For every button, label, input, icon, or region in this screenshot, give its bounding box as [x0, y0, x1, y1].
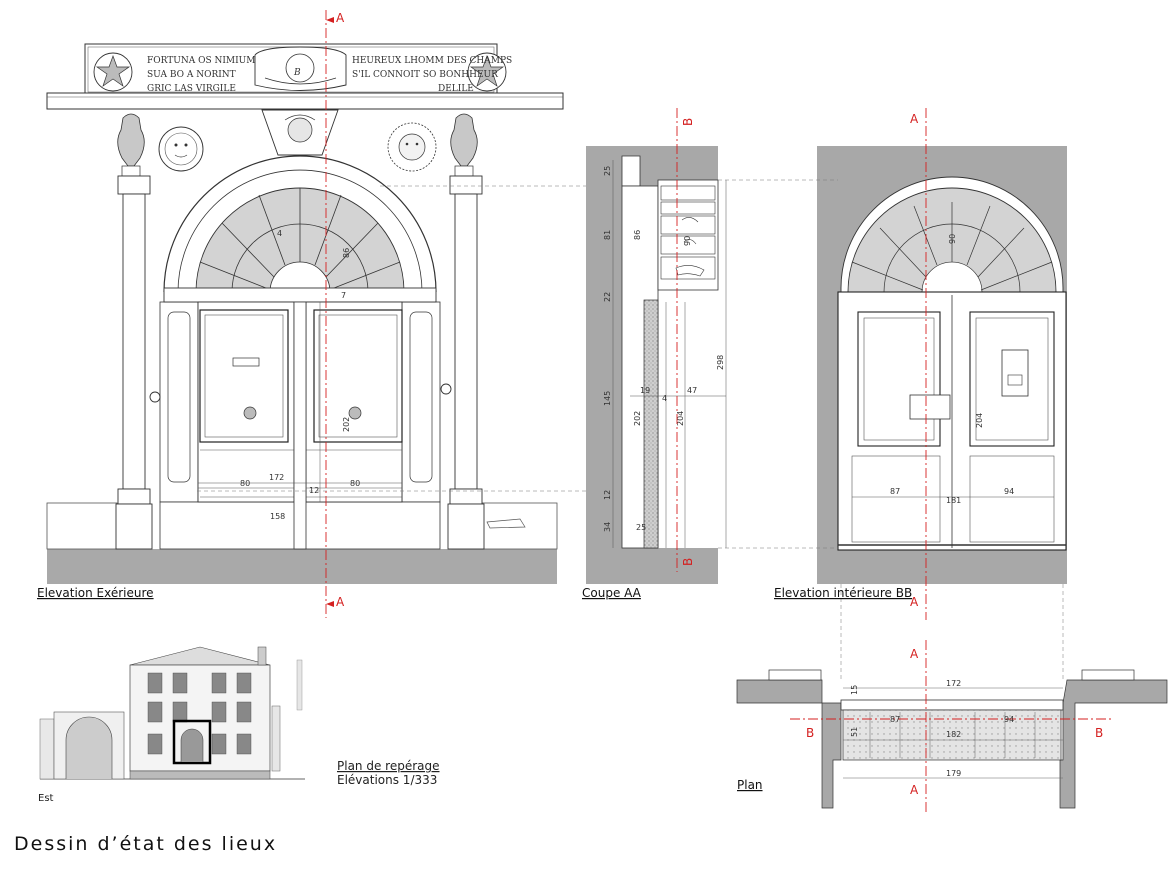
dim-sec-202: 202	[633, 411, 642, 426]
location-label-line2: Elévations 1/333	[337, 773, 437, 787]
axis-b-bottom: B	[681, 558, 695, 566]
plan-leaves	[842, 709, 1062, 761]
door-leaf-left	[197, 301, 295, 503]
facade-windows	[147, 672, 252, 755]
label-plan: Plan	[737, 778, 763, 792]
axis-a-bottom: A	[336, 595, 345, 609]
dim-sec-19: 19	[640, 386, 650, 395]
sun-medallion	[387, 122, 437, 172]
axis-b-plan-right: B	[1095, 726, 1103, 740]
dim-ext-80-left: 80	[240, 479, 250, 488]
section-aa: 25 81 86 90 22 145 202 204 298 19 47 4 1…	[582, 108, 727, 600]
axis-b-top: B	[681, 118, 695, 126]
axis-a-int-top: A	[910, 112, 919, 126]
location-facade: Est Plan de repérage Elévations 1/333	[38, 646, 440, 804]
cornice	[46, 92, 564, 110]
keystone-mascaron	[261, 109, 339, 156]
dim-plan-94: 94	[1004, 715, 1014, 724]
dim-ext-12: 12	[309, 486, 319, 495]
dim-ext-7: 7	[341, 291, 346, 300]
inscription-right-1: HEUREUX LHOMM DES CHAMPS	[352, 56, 512, 66]
dim-sec-22: 22	[603, 292, 612, 302]
axis-a-top: A	[336, 11, 345, 25]
dim-sec-298: 298	[716, 355, 725, 370]
location-highlight	[172, 719, 212, 765]
dim-ext-4: 4	[277, 229, 282, 238]
label-interior: Elevation intérieure BB	[774, 586, 912, 600]
inscription-left-2: SUA BO A NORINT	[147, 70, 236, 80]
inscription-left-1: FORTUNA OS NIMIUM	[147, 56, 255, 66]
fanlight-muntins	[199, 188, 401, 291]
dim-sec-145: 145	[603, 391, 612, 406]
dim-ext-202: 202	[342, 417, 351, 432]
moon-medallion	[158, 126, 204, 172]
monogram-letter: B	[293, 68, 301, 78]
dim-plan-172: 172	[946, 679, 961, 688]
dim-sec-86: 86	[633, 230, 642, 240]
location-label-line1: Plan de repérage	[337, 759, 440, 773]
urn-right	[450, 113, 478, 177]
dim-sec-81: 81	[603, 230, 612, 240]
dim-plan-182: 182	[946, 730, 961, 739]
section-fanlight-elevation	[657, 179, 719, 291]
dim-ext-86: 86	[342, 248, 351, 258]
dim-ext-80-right: 80	[350, 479, 360, 488]
dim-sec-90: 90	[683, 236, 692, 246]
dim-sec-25b: 25	[636, 523, 646, 532]
dim-int-181: 181	[946, 496, 961, 505]
axis-a-plan-top: A	[910, 647, 919, 661]
dim-plan-15: 15	[850, 685, 859, 695]
urn-left	[117, 113, 145, 177]
ground-band	[47, 549, 557, 584]
interior-elevation: 90 204 87 94 181 A A Elevation intérieur…	[718, 108, 1067, 680]
dim-int-87: 87	[890, 487, 900, 496]
dim-sec-12: 12	[603, 490, 612, 500]
star-medallion-left	[93, 52, 133, 92]
dim-ext-158: 158	[270, 512, 285, 521]
axis-b-plan-left: B	[806, 726, 814, 740]
dim-sec-4: 4	[662, 394, 667, 403]
inscription-right-2: S'IL CONNOIT SO BONHHEUR	[352, 70, 498, 80]
inscription-right-3: DELILE	[438, 84, 474, 94]
axis-a-int-bottom: A	[910, 595, 919, 609]
dim-int-204: 204	[975, 413, 984, 428]
axis-a-plan-bottom: A	[910, 783, 919, 797]
column-right	[447, 175, 485, 550]
label-exterior: Elevation Exérieure	[37, 586, 154, 600]
page-title: Dessin d’état des lieux	[14, 833, 278, 855]
plan-view: B B A A 172 87 94 182 179 15 51 Plan	[736, 640, 1168, 812]
dim-sec-34: 34	[603, 522, 612, 532]
dim-ext-172: 172	[269, 473, 284, 482]
dim-plan-179: 179	[946, 769, 961, 778]
label-section: Coupe AA	[582, 586, 642, 600]
inscription-left-3: GRIC LAS VIRGILE	[147, 84, 236, 94]
dim-int-90: 90	[948, 234, 957, 244]
interior-leaf-right	[969, 311, 1055, 543]
exterior-elevation: B FORTUNA OS NIMIUM SUA BO A NORINT GRIC…	[37, 10, 620, 618]
dim-plan-87: 87	[890, 715, 900, 724]
star-medallion-right	[467, 52, 507, 92]
dim-sec-47: 47	[687, 386, 697, 395]
dim-sec-204: 204	[676, 411, 685, 426]
dim-int-94: 94	[1004, 487, 1014, 496]
orientation-label: Est	[38, 793, 54, 804]
column-left	[115, 175, 153, 550]
dim-sec-25: 25	[603, 166, 612, 176]
monogram-cartouche: B	[254, 46, 347, 91]
dim-plan-51: 51	[850, 727, 859, 737]
door-leaf-right	[305, 301, 403, 503]
